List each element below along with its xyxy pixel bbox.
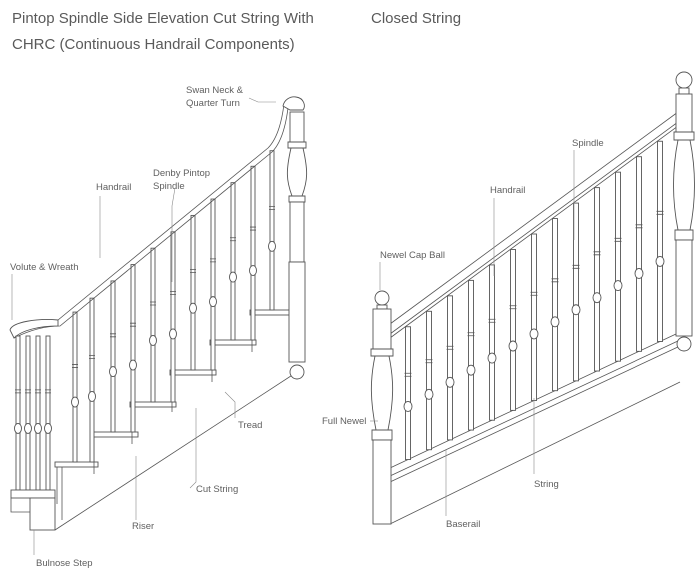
stair-tread — [54, 461, 99, 468]
cut-string-bottom-edge — [54, 371, 298, 531]
spindle — [129, 264, 137, 433]
bulnose-step — [29, 497, 56, 531]
continuous-handrail — [13, 103, 285, 333]
label-riser: Riser — [132, 521, 154, 532]
bulnose-spindles — [14, 335, 52, 491]
spindle — [445, 295, 455, 441]
spindle — [571, 202, 581, 382]
label-string: String — [534, 479, 559, 490]
closed-string-bottom — [389, 381, 681, 525]
spindle — [149, 247, 157, 403]
label-baserail: Baserail — [446, 519, 480, 530]
spindle — [424, 310, 434, 451]
spindle — [487, 264, 497, 421]
label-handrail-right: Handrail — [490, 185, 525, 196]
label-spindle: Spindle — [572, 138, 604, 149]
label-swan-neck-1: Swan Neck & — [186, 85, 244, 96]
closed-handrail-under — [389, 125, 679, 339]
closed-string-stair: Spindle Handrail Newel Cap Ball Full New… — [322, 71, 695, 530]
closed-string-spindles — [403, 140, 665, 461]
label-denby-1: Denby Pintop — [153, 168, 210, 179]
stair-tread — [249, 309, 293, 316]
swan-neck-cap — [282, 96, 305, 111]
spindle — [466, 279, 476, 431]
stair-tread — [91, 431, 139, 438]
label-tread: Tread — [238, 420, 262, 431]
left-diagram-title: Pintop Spindle Side Elevation Cut String… — [12, 10, 314, 53]
spindle — [249, 165, 257, 341]
spindle — [88, 297, 96, 463]
pintop-spindles — [71, 150, 276, 463]
spindle — [613, 171, 623, 362]
baserail — [389, 333, 677, 469]
spindle — [189, 214, 197, 371]
stair-tread — [129, 401, 177, 408]
right-diagram-title: Closed String — [371, 10, 462, 27]
bulnose-step-top — [10, 489, 56, 499]
stair-tread — [169, 369, 217, 376]
label-swan-neck-2: Quarter Turn — [186, 98, 240, 109]
spindle — [529, 233, 539, 401]
spindle — [44, 335, 52, 491]
spindle — [109, 280, 117, 433]
label-handrail-left: Handrail — [96, 182, 131, 193]
label-full-newel: Full Newel — [322, 416, 366, 427]
top-newel-post — [673, 71, 695, 352]
closed-string-line — [389, 345, 681, 483]
spindle — [209, 198, 217, 371]
closed-string-top — [389, 339, 681, 477]
spindle — [24, 335, 32, 491]
closed-handrail-top — [389, 111, 679, 325]
continuous-handrail-lower — [13, 107, 289, 339]
spindle — [229, 182, 237, 341]
spindle — [14, 335, 22, 491]
stair-tread — [209, 339, 257, 346]
label-bulnose-step: Bulnose Step — [36, 558, 93, 569]
spindle — [169, 231, 177, 403]
label-newel-cap: Newel Cap Ball — [380, 250, 445, 261]
spindle — [71, 311, 79, 463]
volute-wreath — [9, 319, 59, 339]
spindle — [634, 156, 644, 352]
left-newel-post — [286, 111, 308, 380]
closed-handrail-bottom — [389, 121, 679, 335]
label-denby-2: Spindle — [153, 181, 185, 192]
spindle — [268, 150, 276, 311]
label-volute: Volute & Wreath — [10, 262, 78, 273]
spindle — [592, 187, 602, 372]
spindle — [34, 335, 42, 491]
spindle — [403, 326, 413, 461]
spindle — [550, 218, 560, 392]
bulnose-step-edge — [10, 498, 30, 513]
cut-string-stair: Swan Neck & Quarter Turn Denby Pintop Sp… — [9, 85, 308, 569]
spindle — [508, 249, 518, 411]
full-newel-post — [370, 290, 394, 525]
label-cut-string: Cut String — [196, 484, 238, 495]
spindle — [655, 140, 665, 342]
